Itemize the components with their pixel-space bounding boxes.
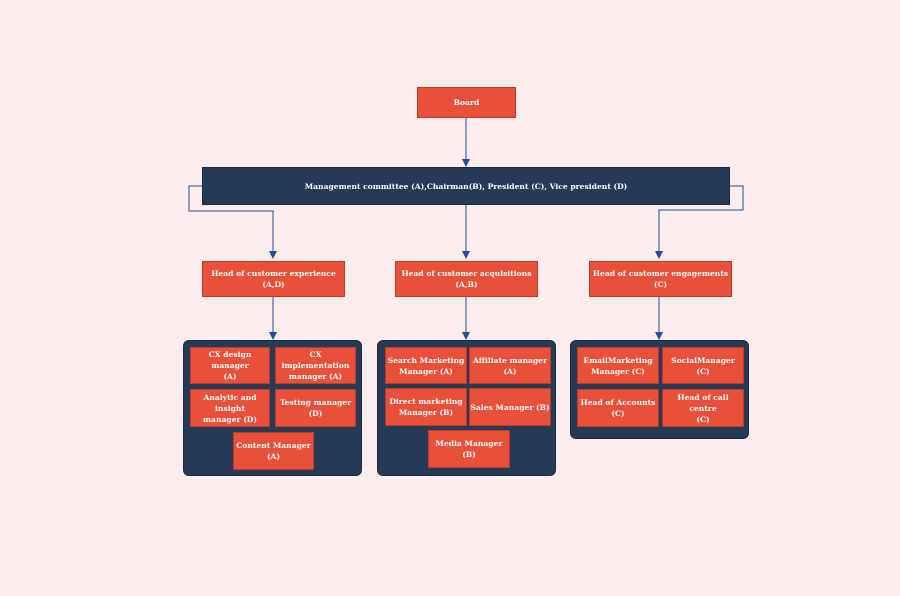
head-of-call-centre-node: Head of call centre (C): [662, 389, 744, 427]
email-marketing-manager-node: EmailMarketing Manager (C): [577, 347, 659, 384]
social-manager-node: SocialManager (C): [662, 347, 744, 384]
acquisitions-team-group: Search Marketing Manager (A) Affiliate m…: [377, 340, 556, 476]
testing-manager-node: Testing manager (D): [275, 389, 356, 427]
direct-marketing-manager-node: Direct marketing Manager (B): [385, 388, 467, 426]
experience-team-group: CX design manager (A) CX implementation …: [183, 340, 362, 476]
head-of-accounts-node: Head of Accounts (C): [577, 389, 659, 427]
affiliate-manager-node: Affiliate manager (A): [469, 347, 551, 384]
search-marketing-manager-node: Search Marketing Manager (A): [385, 347, 467, 384]
media-manager-node: Media Manager (B): [428, 430, 510, 468]
committee-to-experience-arrow: [188, 185, 277, 259]
cx-design-manager-node: CX design manager (A): [190, 347, 270, 384]
cx-implementation-manager-node: CX implementation manager (A): [275, 347, 356, 384]
committee-to-engagements-arrow: [655, 185, 744, 259]
engagements-team-group: EmailMarketing Manager (C) SocialManager…: [570, 340, 749, 439]
management-committee-node: Management committee (A),Chairman(B), Pr…: [202, 167, 730, 205]
head-customer-engagements-node: Head of customer engagements (C): [589, 261, 732, 297]
head-customer-acquisitions-node: Head of customer acquisitions (A,B): [395, 261, 538, 297]
board-node: Board: [417, 87, 516, 118]
analytic-insight-manager-node: Analytic and insight manager (D): [190, 389, 270, 427]
content-manager-node: Content Manager (A): [233, 432, 314, 470]
sales-manager-node: Sales Manager (B): [469, 388, 551, 426]
head-customer-experience-node: Head of customer experience (A,D): [202, 261, 345, 297]
